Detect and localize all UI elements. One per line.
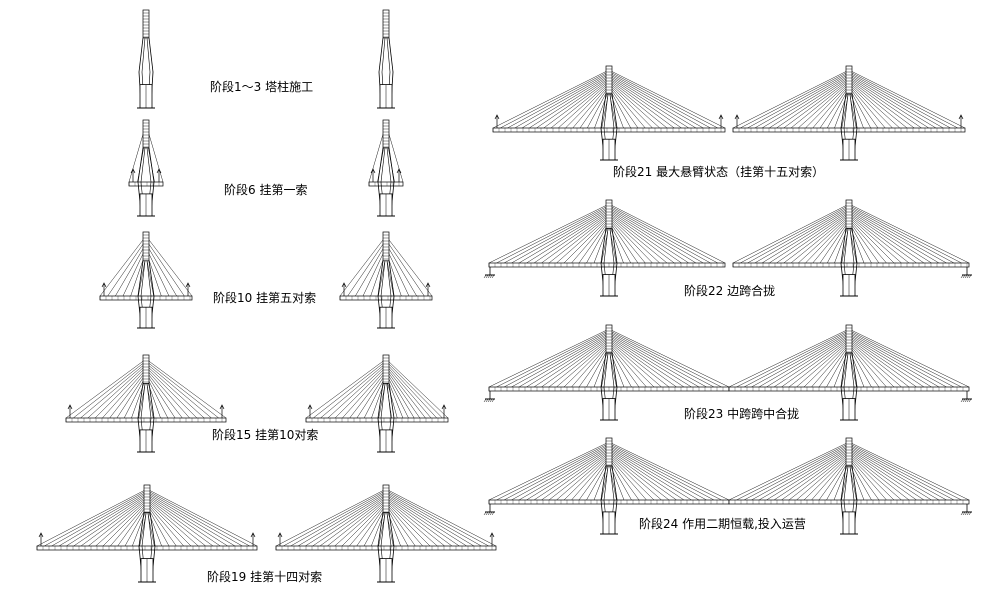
cable-fan [728, 441, 970, 505]
end-support [483, 504, 495, 516]
pylon [377, 231, 395, 329]
cable-fan [492, 69, 726, 133]
pylon [600, 324, 618, 421]
pylon [600, 437, 618, 535]
stage-19-drawing [36, 484, 497, 583]
pylon [137, 231, 155, 329]
cable-fan [488, 441, 730, 505]
stage-23-drawing [483, 324, 972, 421]
pylon [377, 119, 395, 217]
pylon [377, 354, 395, 453]
pylon [137, 9, 155, 109]
end-support [483, 391, 495, 403]
cable-fan [36, 488, 258, 551]
stage-19-label: 阶段19 挂第十四对索 [207, 570, 323, 584]
pylon [840, 199, 858, 297]
cable-fan [732, 69, 966, 133]
stage-22-drawing [483, 199, 972, 297]
stage-24-label: 阶段24 作用二期恒载,投入运营 [639, 517, 806, 531]
cable-fan [275, 488, 497, 551]
pylon [840, 324, 858, 421]
cable-fan [305, 358, 449, 423]
cable-fan [488, 328, 730, 392]
stage-6-label: 阶段6 挂第一索 [224, 183, 308, 197]
pylon [377, 484, 395, 583]
pylon [840, 437, 858, 535]
stage-21-label: 阶段21 最大悬臂状态（挂第十五对索） [613, 165, 825, 179]
end-support [960, 391, 972, 403]
stage-1-3-label: 阶段1～3 塔柱施工 [210, 80, 314, 94]
pylon [137, 354, 155, 453]
stage-10-label: 阶段10 挂第五对索 [213, 291, 317, 305]
stage-10-drawing [99, 231, 433, 329]
end-support [960, 267, 972, 279]
pylon [137, 119, 155, 217]
cable-fan [728, 328, 970, 392]
pylon [600, 199, 618, 297]
stage-23-label: 阶段23 中跨跨中合拢 [684, 407, 800, 421]
cable-fan [65, 358, 227, 423]
cable-fan [732, 203, 970, 268]
stage-1-3-drawing [137, 9, 395, 109]
stage-22-label: 阶段22 边跨合拢 [684, 284, 776, 298]
end-support [960, 504, 972, 516]
cable-fan [488, 203, 726, 268]
stage-21-drawing [492, 65, 966, 161]
end-support [483, 267, 495, 279]
pylon [840, 65, 858, 161]
stage-15-label: 阶段15 挂第10对索 [212, 428, 319, 442]
pylon [138, 484, 156, 583]
stage-6-drawing [128, 119, 404, 217]
stage-24-drawing [483, 437, 972, 535]
pylon [600, 65, 618, 161]
stage-15-drawing [65, 354, 449, 453]
pylon [377, 9, 395, 109]
